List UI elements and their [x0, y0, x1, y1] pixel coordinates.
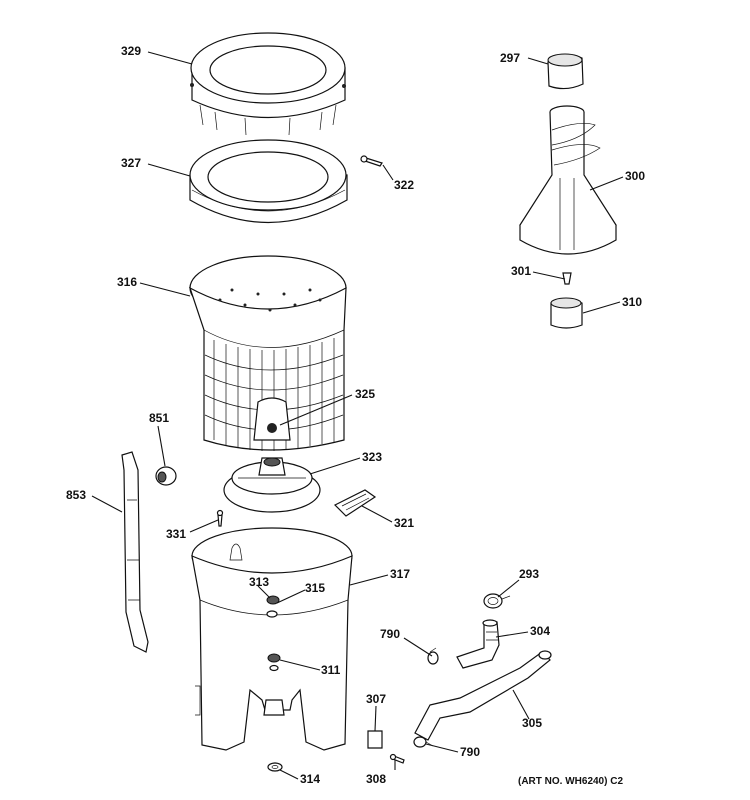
part-310-coupling [550, 297, 583, 329]
label-331: 331 [166, 527, 186, 541]
label-301: 301 [511, 264, 531, 278]
label-311: 311 [321, 663, 341, 677]
part-301-screw [562, 272, 572, 285]
part-304-hose [456, 619, 500, 669]
label-329: 329 [121, 44, 141, 58]
part-327-balance-ring [189, 139, 348, 224]
part-293-clamp [483, 593, 511, 609]
label-310: 310 [622, 295, 642, 309]
part-331-screw [216, 509, 224, 527]
label-327: 327 [121, 156, 141, 170]
part-329-tub-cover [190, 32, 346, 136]
part-853-hose [121, 451, 149, 653]
label-316: 316 [117, 275, 137, 289]
part-790-clamp-a [427, 647, 439, 665]
label-790-lower: 790 [460, 745, 480, 759]
part-790-clamp-b [413, 736, 434, 748]
label-317: 317 [390, 567, 410, 581]
part-300-agitator [519, 105, 617, 255]
label-853: 853 [66, 488, 86, 502]
part-314-o-ring [267, 762, 283, 772]
label-293: 293 [519, 567, 539, 581]
art-number-note: (ART NO. WH6240) C2 [518, 776, 624, 787]
label-325: 325 [355, 387, 375, 401]
label-322: 322 [394, 178, 414, 192]
label-305: 305 [522, 716, 542, 730]
part-317-outer-tub [191, 527, 353, 751]
label-315: 315 [305, 581, 325, 595]
part-323-basket-hub [223, 457, 321, 513]
part-305-hose [414, 650, 552, 741]
part-labels: 329 327 322 316 325 851 853 323 321 331 … [66, 44, 645, 786]
label-304: 304 [530, 624, 550, 638]
label-308: 308 [366, 772, 386, 786]
label-323: 323 [362, 450, 382, 464]
part-307-bracket [367, 730, 383, 749]
part-316-wash-basket [188, 255, 347, 451]
label-313: 313 [249, 575, 269, 589]
label-297: 297 [500, 51, 520, 65]
label-307: 307 [366, 692, 386, 706]
leader-lines [91, 51, 624, 780]
part-308-screw [389, 753, 405, 764]
part-321-lint-filter [333, 489, 377, 517]
part-322-screw [360, 155, 383, 167]
label-321: 321 [394, 516, 414, 530]
label-300: 300 [625, 169, 645, 183]
part-297-agitator-cap [547, 53, 584, 90]
label-851: 851 [149, 411, 169, 425]
label-790-upper: 790 [380, 627, 400, 641]
label-314: 314 [300, 772, 320, 786]
part-851-clip [155, 466, 177, 486]
